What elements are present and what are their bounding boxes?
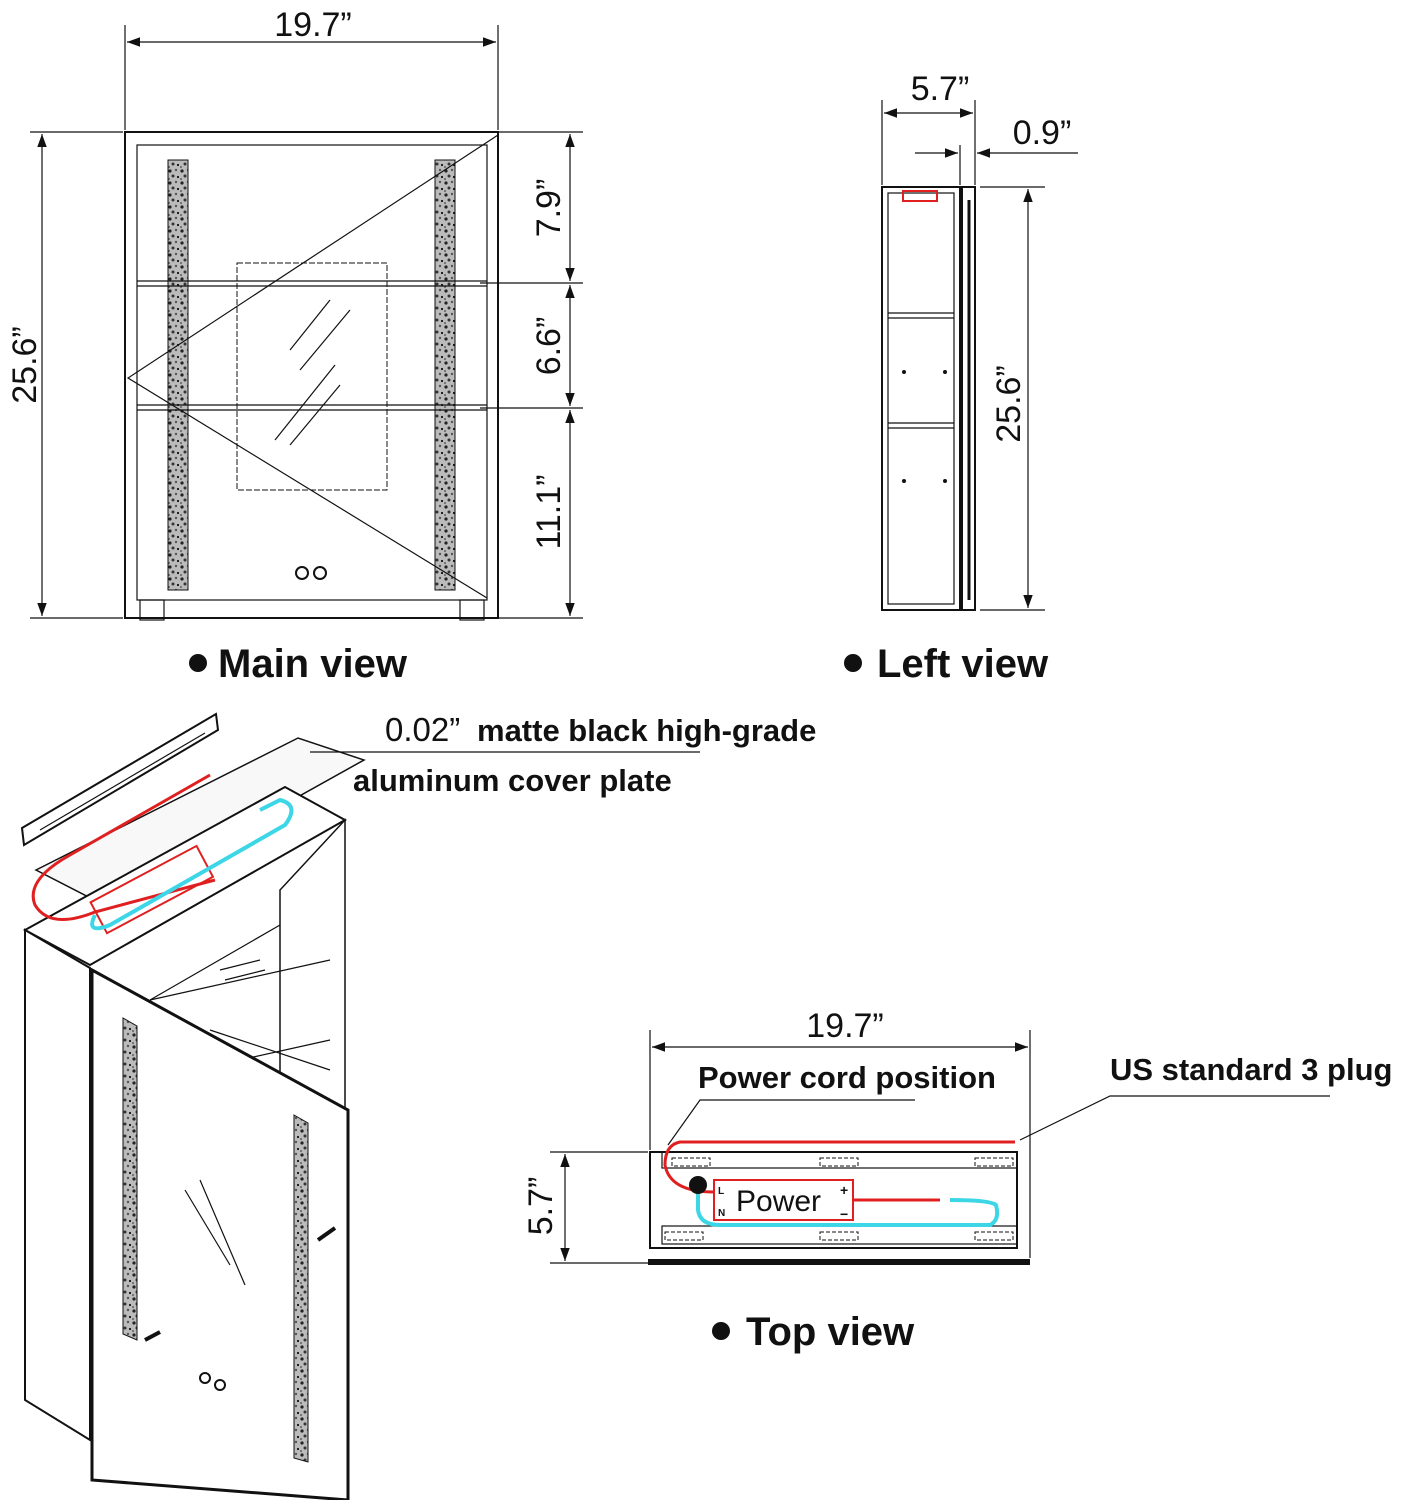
bullet-icon: [712, 1322, 730, 1340]
live-terminal: L: [718, 1186, 724, 1197]
aluminum-cover-plate: [34, 737, 366, 906]
cabinet-side-panel: [24, 928, 91, 1442]
power-supply-marker: [902, 190, 938, 202]
led-strip-right: [434, 159, 456, 591]
top-depth-dim: 5.7”: [522, 1177, 560, 1236]
mirror-defogger-area: [236, 262, 388, 491]
plate-note-line2: aluminum cover plate: [353, 763, 672, 798]
us-plug-label: US standard 3 plug: [1110, 1052, 1392, 1087]
section-dim-middle: 6.6”: [530, 317, 568, 376]
isometric-view: 0.02” matte black high-grade aluminum co…: [20, 711, 816, 1500]
left-depth-dim: 5.7”: [911, 70, 970, 108]
touch-button-icon: [313, 566, 327, 580]
power-supply-box: [713, 1179, 854, 1221]
neutral-terminal: N: [718, 1208, 725, 1219]
top-view: L N Power + − 19.7” 5.7” Power cord posi…: [522, 1007, 1392, 1354]
led-wire: [696, 1186, 1000, 1227]
top-view-label: Top view: [746, 1310, 915, 1354]
positive-terminal: +: [840, 1182, 848, 1198]
top-width-dim: 19.7”: [806, 1007, 884, 1045]
main-view-label: Main view: [218, 642, 408, 686]
section-dim-bottom: 11.1”: [530, 475, 568, 550]
door-swing-lines: [126, 134, 499, 599]
section-dim-top: 7.9”: [530, 179, 568, 238]
left-view: 5.7” 0.9” 25.6” Left view: [844, 70, 1078, 686]
main-width-dim: 19.7”: [274, 6, 352, 44]
left-view-label: Left view: [877, 642, 1049, 686]
main-view: 19.7” 25.6” 7.9” 6.6” 11.1” Main view: [6, 6, 583, 686]
cabinet-side: [881, 186, 961, 611]
touch-button-icon: [295, 566, 309, 580]
negative-terminal: −: [840, 1206, 848, 1222]
power-wire: [31, 773, 216, 922]
plate-thickness: 0.02”: [385, 711, 460, 748]
led-wire: [90, 797, 294, 931]
power-cord-leader: [667, 1099, 915, 1146]
plate-note-line1: matte black high-grade: [477, 713, 816, 748]
main-height-dim: 25.6”: [6, 326, 44, 404]
cabinet-outline: [124, 131, 499, 619]
plug-leader: [1019, 1095, 1330, 1141]
bullet-icon: [844, 654, 862, 672]
power-cord-position-label: Power cord position: [698, 1060, 996, 1095]
power-cord-grommet-icon: [689, 1176, 707, 1194]
open-mirror-door: [90, 967, 350, 1500]
bullet-icon: [189, 654, 207, 672]
power-label: Power: [736, 1185, 821, 1218]
led-strip-left: [167, 159, 189, 591]
left-height-dim: 25.6”: [990, 365, 1028, 443]
door-thickness-dim: 0.9”: [1013, 114, 1072, 152]
